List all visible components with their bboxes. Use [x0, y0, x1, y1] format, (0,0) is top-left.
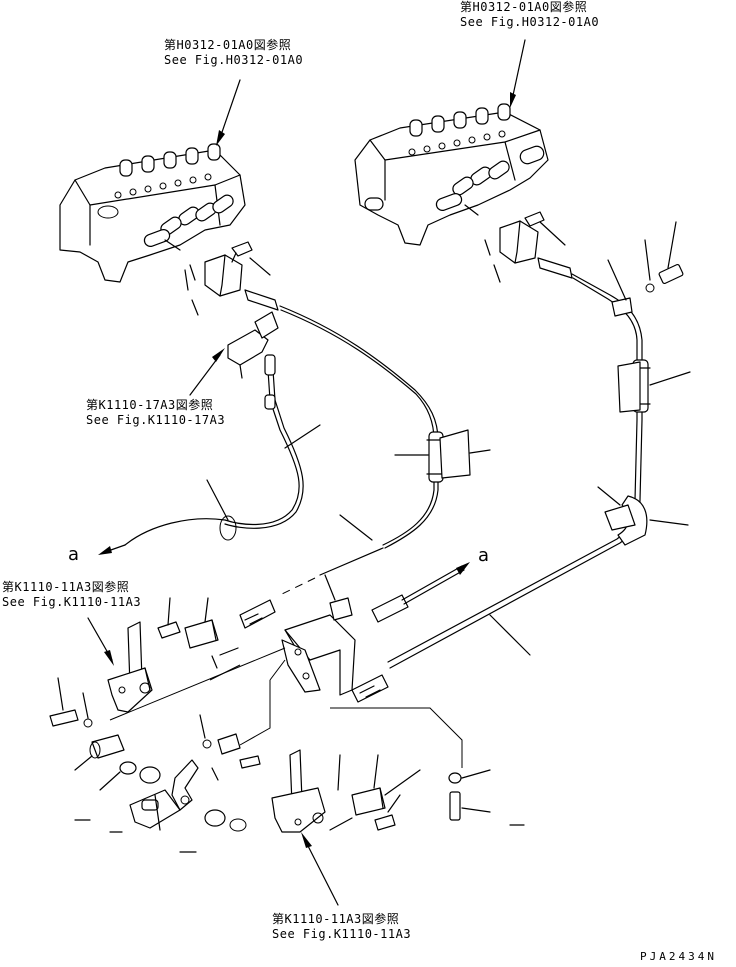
connection-marker-right: a: [478, 545, 490, 566]
ref-label-k1110-11a3-left: 第K1110-11A3図参照 See Fig.K1110-11A3: [2, 580, 141, 610]
right-control-valve: [354, 103, 566, 283]
left-small-parts: [49, 677, 261, 853]
drawing-code: PJA2434N: [640, 950, 717, 963]
center-bracket-assembly: [239, 562, 470, 703]
control-cable-3: [98, 354, 321, 555]
leader-ref-right-valve: [510, 39, 526, 108]
bottom-right-bolt-washer: [448, 769, 525, 826]
ref-label-k1110-11a3-bottom: 第K1110-11A3図参照 See Fig.K1110-11A3: [272, 912, 411, 942]
connection-marker-left: a: [68, 544, 80, 565]
cable-end-adapter: [227, 311, 279, 379]
left-lever-assembly: [87, 597, 239, 713]
control-cable-1: [244, 289, 491, 596]
ref-jp: 第K1110-11A3図参照: [272, 912, 400, 926]
ref-jp: 第H0312-01A0図参照: [460, 0, 588, 14]
ref-en: See Fig.K1110-11A3: [272, 927, 412, 941]
control-cable-2: [387, 257, 691, 669]
ref-label-right-valve: 第H0312-01A0図参照 See Fig.H0312-01A0: [460, 0, 599, 30]
ref-label-left-valve: 第H0312-01A0図参照 See Fig.H0312-01A0: [164, 38, 303, 68]
ref-jp: 第K1110-17A3図参照: [86, 398, 214, 412]
ref-label-k1110-17a3: 第K1110-17A3図参照 See Fig.K1110-17A3: [86, 398, 225, 428]
right-bolt-washer: [644, 221, 684, 293]
assembly-lines: [109, 647, 463, 768]
leader-ref-k1110-17a3: [189, 348, 225, 396]
bottom-lever-assembly: [271, 749, 421, 906]
ref-en: See Fig.K1110-17A3: [86, 413, 226, 427]
ref-jp: 第K1110-11A3図参照: [2, 580, 130, 594]
left-control-valve: [59, 143, 271, 316]
ref-en: See Fig.K1110-11A3: [2, 595, 142, 609]
ref-en: See Fig.H0312-01A0: [460, 15, 600, 29]
leader-ref-left-valve: [216, 79, 241, 146]
ref-jp: 第H0312-01A0図参照: [164, 38, 292, 52]
ref-en: See Fig.H0312-01A0: [164, 53, 304, 67]
